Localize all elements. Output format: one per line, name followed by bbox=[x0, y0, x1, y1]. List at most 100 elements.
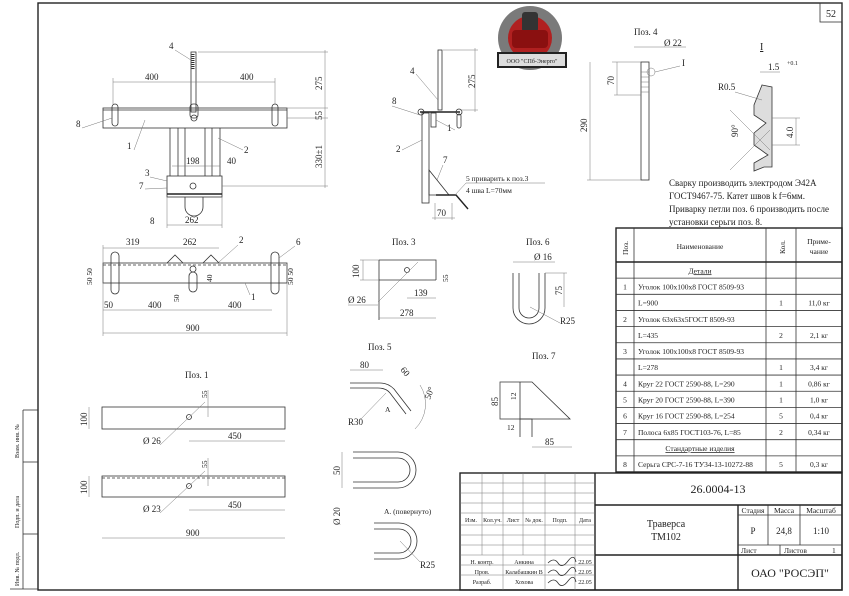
scale-value: 1:10 bbox=[813, 526, 830, 536]
sheet-label: Лист bbox=[741, 546, 757, 555]
detail-I-view: I 1.5 +0.1 R0.5 90° 4.0 bbox=[718, 42, 800, 172]
view-title: Поз. 4 bbox=[634, 27, 658, 37]
cell-note: 1,0 кг bbox=[810, 396, 828, 405]
specification-table: Поз. Наименование Кол. Приме- чание Дета… bbox=[615, 227, 843, 473]
cell-note: 11,0 кг bbox=[808, 299, 829, 308]
cell-note: 0,34 кг bbox=[808, 428, 830, 437]
table-row: Стандартные изделия bbox=[665, 444, 735, 453]
table-row: Детали bbox=[688, 266, 711, 275]
cell-qty: 1 bbox=[779, 379, 783, 388]
dim: Ø 20 bbox=[332, 507, 342, 525]
callout: 8 bbox=[150, 216, 155, 226]
cell-qty: 1 bbox=[779, 396, 783, 405]
dim: 400 bbox=[240, 72, 254, 82]
callout: 4 bbox=[410, 66, 415, 76]
callout: 1 bbox=[251, 292, 256, 302]
cell-qty: 5 bbox=[779, 460, 783, 469]
signature-name: Анкина bbox=[514, 560, 534, 566]
cell-pos: 8 bbox=[623, 460, 627, 469]
dim: R30 bbox=[348, 417, 364, 427]
dim: 50° bbox=[422, 385, 436, 401]
signature-name: Хохова bbox=[515, 580, 533, 586]
dim: 50 bbox=[104, 300, 114, 310]
plan-view: 319 262 50 50 40 50 50 400 400 900 50 50… bbox=[85, 235, 301, 336]
dim: 100 bbox=[79, 480, 89, 494]
dim: 278 bbox=[400, 308, 414, 318]
front-view: 400 400 275 55 330±1 198 40 262 4 8 1 2 … bbox=[76, 41, 328, 228]
dim: R25 bbox=[420, 560, 436, 570]
cell-name: Уголок 100х100х8 ГОСТ 8509-93 bbox=[638, 282, 744, 291]
view-title: Поз. 3 bbox=[392, 237, 416, 247]
cell-name: Круг 16 ГОСТ 2590-88, L=254 bbox=[638, 412, 735, 421]
organization: ОАО "РОСЭП" bbox=[751, 566, 829, 580]
dim: 262 bbox=[183, 237, 197, 247]
cell-name: Круг 20 ГОСТ 2590-88, L=390 bbox=[638, 396, 735, 405]
section-heading: Детали bbox=[688, 266, 711, 275]
dim: 75 bbox=[554, 286, 564, 296]
callout: 8 bbox=[76, 119, 81, 129]
stage-value: Р bbox=[750, 526, 755, 536]
handwritten-signature bbox=[547, 566, 577, 576]
dim: 55 bbox=[441, 274, 450, 282]
dim: R0.5 bbox=[718, 82, 736, 92]
dim: 290 bbox=[579, 118, 589, 132]
general-notes: Сварку производить электродом Э42А ГОСТ9… bbox=[669, 178, 829, 227]
table-row: 6 Круг 16 ГОСТ 2590-88, L=254 5 0,4 кг bbox=[623, 412, 828, 421]
company-logo: ООО "СПб-Энерго" bbox=[497, 6, 567, 70]
mass-label: Масса bbox=[774, 506, 795, 515]
dim: 262 bbox=[185, 215, 199, 225]
callout: 1 bbox=[127, 141, 132, 151]
dim: R25 bbox=[560, 316, 576, 326]
cell-name: Серьга СРС-7-16 ТУ34-13-10272-88 bbox=[638, 460, 753, 469]
dim: 12 bbox=[509, 392, 518, 400]
dim: 55 bbox=[200, 390, 209, 398]
cell-name: L=278 bbox=[638, 363, 658, 372]
weld-note-line1: 5 приварить к поз.3 bbox=[466, 174, 529, 183]
dim-tolerance: +0.1 bbox=[787, 61, 798, 67]
cell-note: 2,1 кг bbox=[810, 331, 828, 340]
cell-note: 0,4 кг bbox=[810, 412, 828, 421]
note-line: Приварку петли поз. 6 производить после bbox=[669, 204, 829, 214]
dim: 80 bbox=[360, 360, 370, 370]
callout: 3 bbox=[145, 168, 150, 178]
scale-label: Масштаб bbox=[806, 506, 836, 515]
dim: 450 bbox=[228, 431, 242, 441]
cell-pos: 6 bbox=[623, 412, 627, 421]
pos1-view: Поз. 1 55 100 Ø 26 450 55 100 Ø 23 450 9… bbox=[79, 370, 286, 539]
dim: 50 50 bbox=[286, 268, 295, 285]
dim: 319 bbox=[126, 237, 140, 247]
view-title: Поз. 5 bbox=[368, 342, 392, 352]
cell-pos: 1 bbox=[623, 282, 627, 291]
strip-label-original-inv: Инв. № подл. bbox=[15, 551, 21, 586]
view-title: I bbox=[760, 42, 763, 53]
note-line: Сварку производить электродом Э42А bbox=[669, 178, 817, 188]
signature-date: 22.05 bbox=[578, 580, 592, 586]
dim: 55 bbox=[314, 111, 324, 121]
header-name: Наименование bbox=[677, 242, 724, 251]
handwritten-signature bbox=[547, 556, 577, 566]
signature-date: 22.05 bbox=[578, 570, 592, 576]
pos3-view: Поз. 3 100 55 Ø 26 139 278 bbox=[348, 237, 450, 320]
cell-note: 0,86 кг bbox=[808, 379, 830, 388]
dim: 85 bbox=[490, 397, 500, 407]
dim: 400 bbox=[228, 300, 242, 310]
dim: 90° bbox=[730, 124, 740, 137]
sheets-label: Листов bbox=[784, 546, 807, 555]
handwritten-signature bbox=[547, 576, 577, 586]
cell-note: 3,4 кг bbox=[810, 363, 828, 372]
dim: 40 bbox=[227, 156, 237, 166]
signature-date: 22.05 bbox=[578, 560, 592, 566]
sheet-number: 52 bbox=[826, 9, 836, 20]
cell-qty: 5 bbox=[779, 412, 783, 421]
callout: 1 bbox=[447, 123, 452, 133]
view-title: Поз. 6 bbox=[526, 237, 550, 247]
strip-label-replaced-inv: Взам. инв. № bbox=[15, 424, 21, 458]
callout: 2 bbox=[244, 145, 249, 155]
dim: 60 bbox=[398, 365, 412, 379]
title-col-header: Подп. bbox=[553, 518, 568, 524]
